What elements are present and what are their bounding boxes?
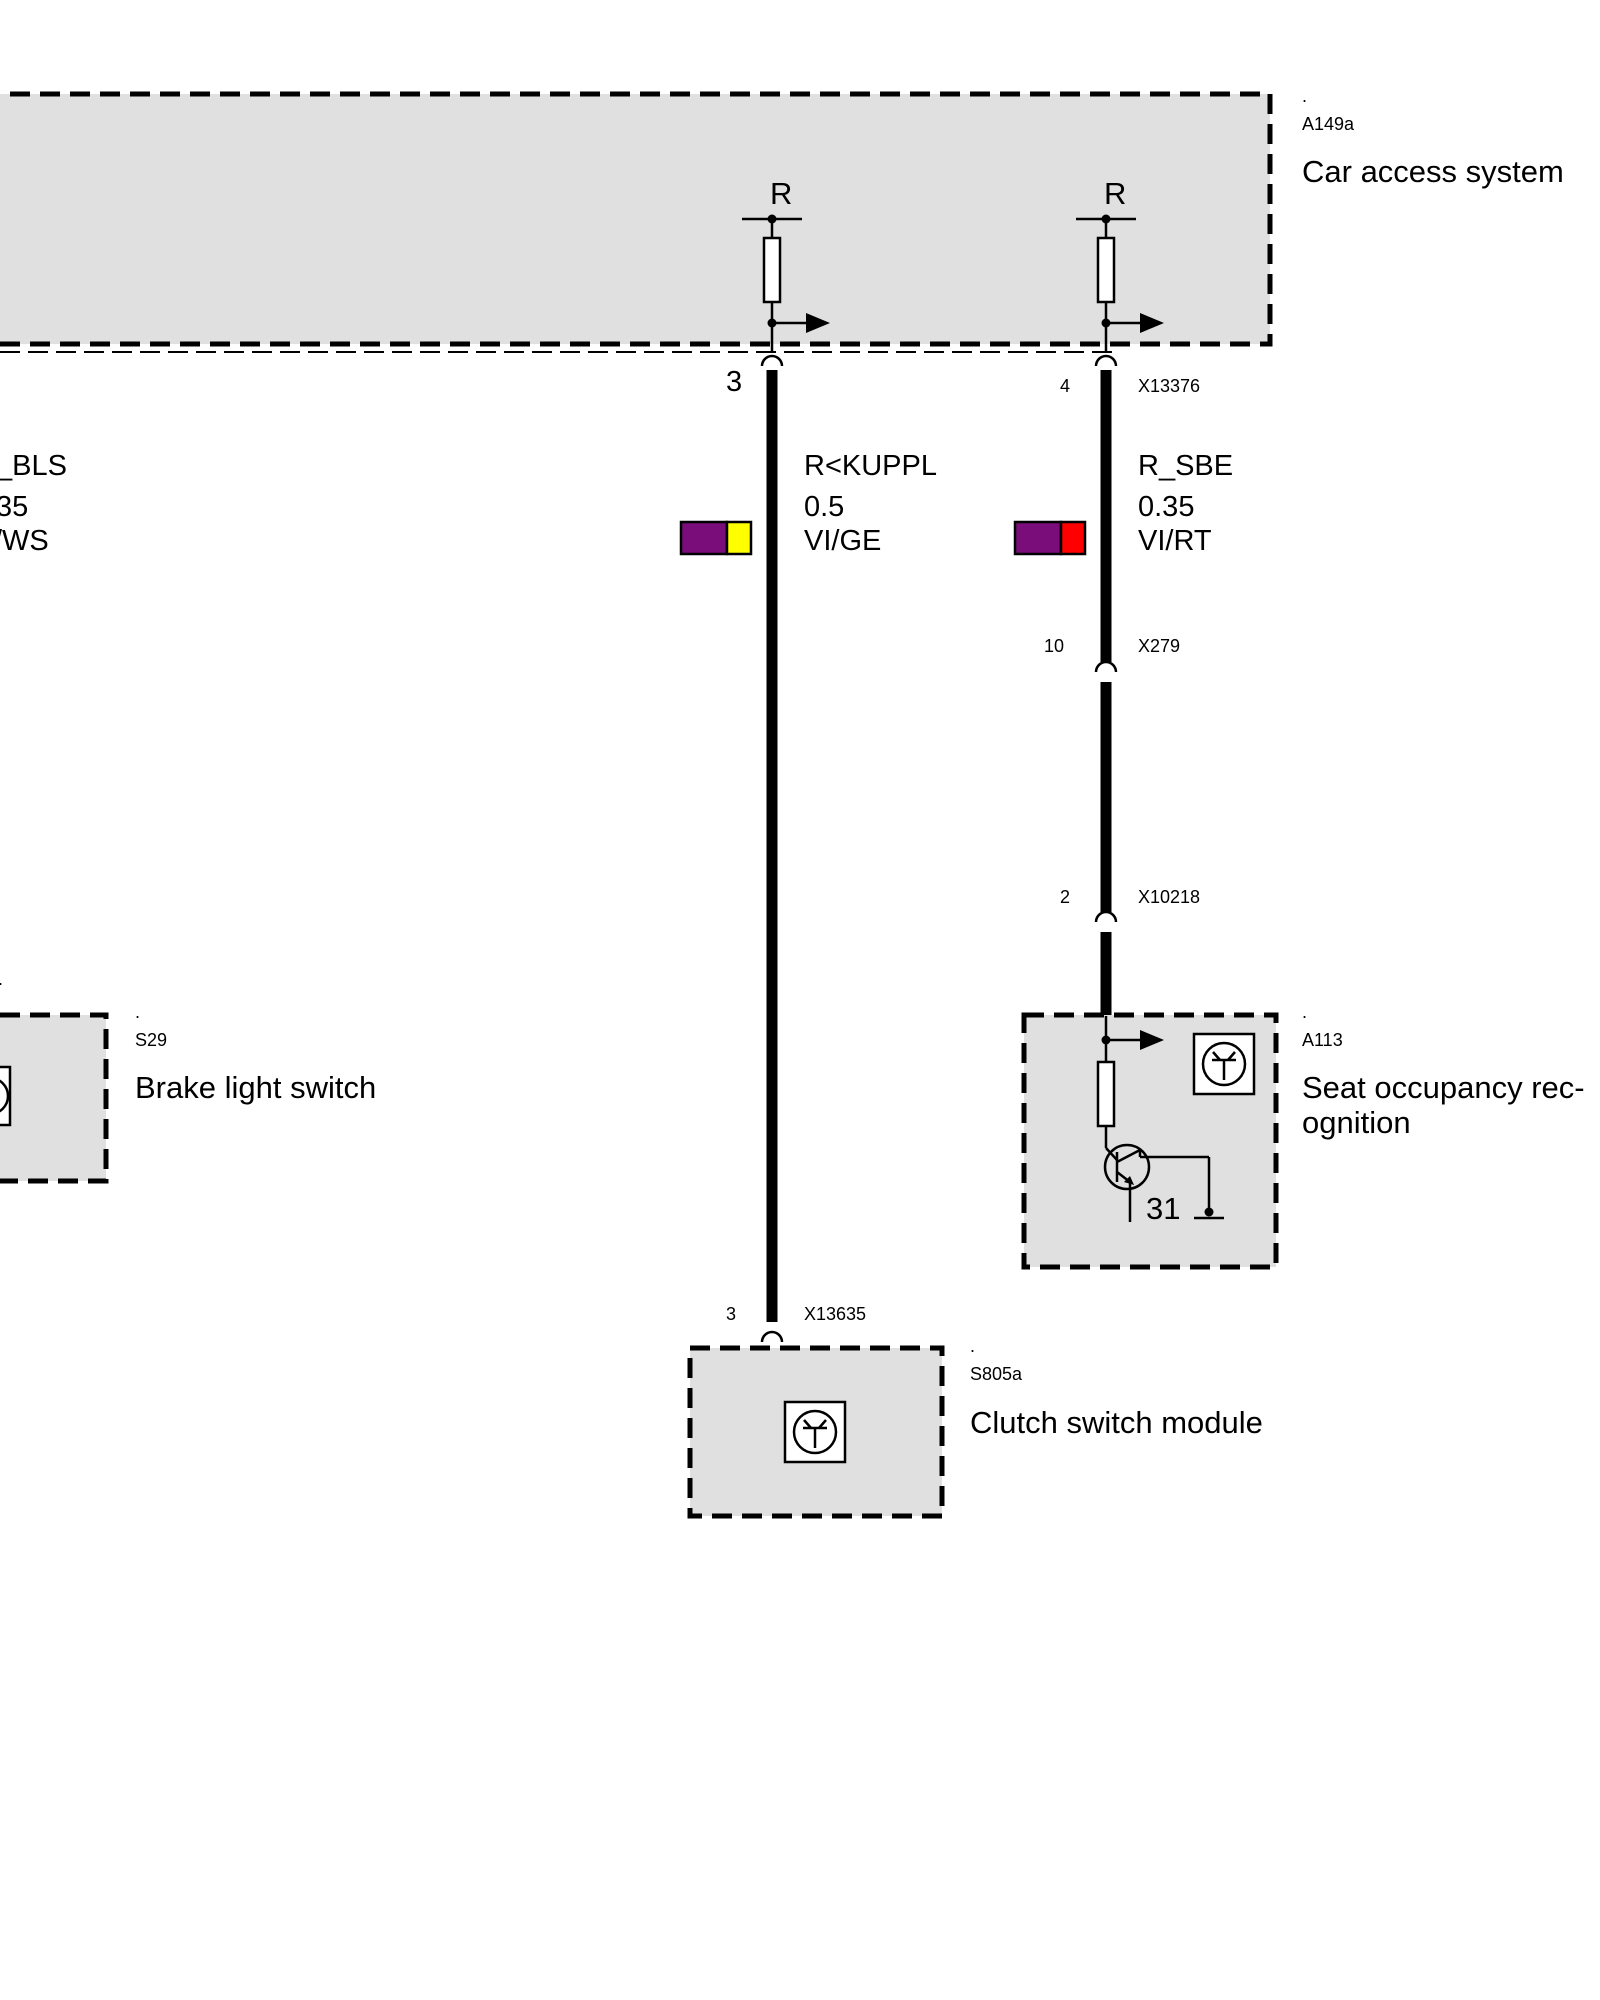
brake-switch-code: S29 — [135, 1030, 167, 1050]
brake-switch-dot: . — [135, 1002, 140, 1022]
middle-wire-signal: R<KUPPL — [804, 450, 937, 482]
car-access-code: A149a — [1302, 114, 1355, 134]
seat-occupancy-code: A113 — [1302, 1030, 1343, 1050]
clutch-switch-dot: . — [970, 1336, 975, 1356]
seat-occupancy-name-line2: ognition — [1302, 1105, 1411, 1140]
right-mid-connector: X279 — [1138, 636, 1180, 656]
right-low-pin: 2 — [1060, 887, 1070, 907]
resistor-label-middle: R — [770, 176, 792, 211]
wire-r-kuppl[interactable] — [760, 354, 784, 1343]
brake-switch-transistor-icon — [0, 1065, 12, 1127]
left-wire-signal: _BLS — [0, 450, 67, 482]
middle-wire-color: VI/GE — [804, 525, 881, 557]
car-access-dot: . — [1302, 86, 1307, 106]
right-wire-color-swatch — [1013, 520, 1087, 556]
seat-occupancy-ground-label: 31 — [1146, 1191, 1180, 1226]
clutch-switch-code: S805a — [970, 1364, 1023, 1384]
brake-light-switch-box — [0, 1012, 109, 1184]
brake-switch-name: Brake light switch — [135, 1070, 376, 1105]
clutch-switch-module[interactable] — [687, 1345, 945, 1519]
car-access-system-box — [0, 91, 1273, 347]
middle-bottom-connector: X13635 — [804, 1304, 866, 1324]
left-edge-dot: . — [0, 969, 3, 989]
middle-wire-gauge: 0.5 — [804, 491, 844, 523]
car-access-system-module[interactable] — [0, 91, 1273, 353]
right-wire-color: VI/RT — [1138, 525, 1212, 557]
right-low-connector: X10218 — [1138, 887, 1200, 907]
seat-occupancy-internal-circuit — [1096, 1016, 1224, 1222]
clutch-switch-transistor-icon — [783, 1400, 847, 1464]
car-access-name: Car access system — [1302, 154, 1564, 189]
seat-occupancy-name-line1: Seat occupancy rec- — [1302, 1070, 1585, 1105]
resistor-label-right: R — [1104, 176, 1126, 211]
brake-light-switch-module[interactable] — [0, 1012, 109, 1184]
seat-occupancy-module[interactable] — [1021, 1012, 1279, 1270]
clutch-switch-name: Clutch switch module — [970, 1405, 1263, 1440]
right-wire-signal: R_SBE — [1138, 450, 1233, 482]
right-wire-gauge: 0.35 — [1138, 491, 1194, 523]
left-wire-gauge: 35 — [0, 491, 28, 523]
pullup-resistor-middle: R — [742, 176, 830, 352]
middle-bottom-pin: 3 — [726, 1304, 736, 1324]
middle-wire-color-swatch — [679, 520, 753, 556]
right-top-pin: 4 — [1060, 376, 1070, 396]
left-wire-color: /WS — [0, 525, 49, 557]
seat-occupancy-dot: . — [1302, 1002, 1307, 1022]
pullup-resistor-right: R — [1076, 176, 1164, 352]
middle-top-pin: 3 — [726, 366, 742, 398]
right-mid-pin: 10 — [1044, 636, 1064, 656]
right-top-connector: X13376 — [1138, 376, 1200, 396]
wire-r-sbe[interactable] — [1094, 354, 1118, 1016]
seat-occupancy-transistor-icon — [1192, 1032, 1256, 1096]
